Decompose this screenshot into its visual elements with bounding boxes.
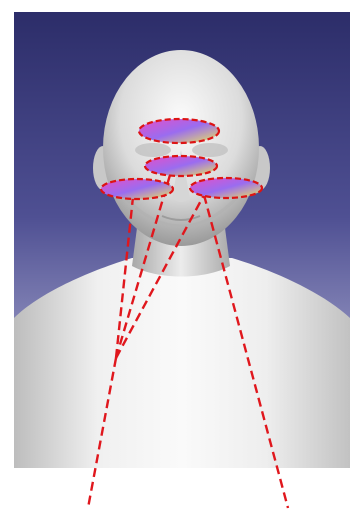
region-forehead [139,119,219,143]
region-nose-bridge [145,156,217,176]
head [103,50,259,246]
torso [14,258,350,468]
left-eye-socket [135,143,171,157]
region-right-cheek [190,178,262,198]
region-left-cheek [101,179,173,199]
right-eye-socket [192,143,228,157]
